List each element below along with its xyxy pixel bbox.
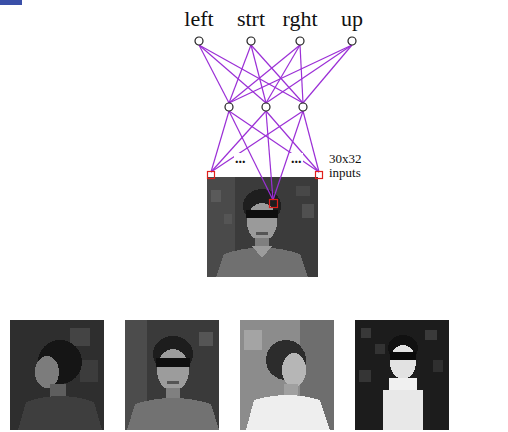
hidden-unit [262,103,270,111]
example-image [240,320,334,430]
output-unit: up [347,36,357,46]
weight-line [229,111,319,172]
weight-line [199,45,303,103]
unit-circle [194,36,204,46]
output-unit: rght [295,36,305,46]
input-image [207,177,318,277]
unit-circle [247,37,255,45]
weight-line [199,45,266,103]
output-unit: strt [246,36,256,46]
example-image [125,320,219,430]
output-unit: left [194,36,204,46]
ellipsis: ... [234,153,247,165]
unit-circle [348,37,356,45]
input-pixel-markers [208,172,323,208]
pixel-marker [208,172,215,179]
example-image [10,320,104,430]
hidden-unit [299,103,307,111]
weight-line [303,111,319,172]
unit-circle [246,36,256,46]
hidden-unit [225,103,233,111]
output-label: strt [237,8,265,30]
weight-line [266,45,352,103]
output-label: left [184,8,213,30]
weight-line [251,45,303,103]
unit-circle [295,36,305,46]
weight-line [266,111,273,200]
weight-line [300,45,303,103]
unit-circle [347,36,357,46]
output-label: rght [282,8,317,30]
input-size-note: 30x32 inputs [329,152,362,180]
output-label: up [341,8,363,30]
pixel-marker [270,200,278,208]
weight-line [229,111,273,200]
ellipsis: ... [290,153,303,165]
weight-line [273,111,303,200]
pixel-marker [316,172,323,179]
weight-line [303,45,352,103]
header-bar [0,0,22,5]
unit-circle [195,37,203,45]
weight-line [229,45,352,103]
example-image [355,320,449,430]
unit-circle [296,37,304,45]
weight-line [211,111,303,172]
hidden-units [225,103,307,111]
